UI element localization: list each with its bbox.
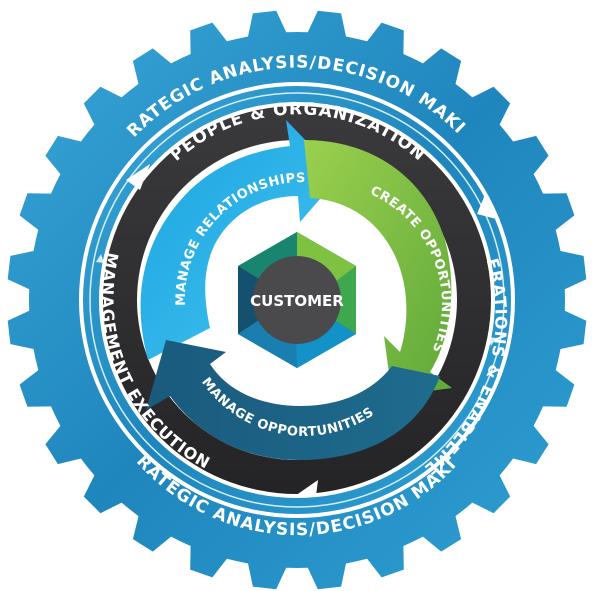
manage-relationships-arrow xyxy=(140,120,340,360)
gear-guide-line xyxy=(89,92,505,508)
ring-arrow-tip-left-icon xyxy=(126,164,150,190)
create-opportunities-arrow xyxy=(304,140,452,396)
ring-arrow-tip-bottom-icon xyxy=(292,480,318,498)
guide-arrow-left-icon xyxy=(96,254,104,263)
center-hexagon xyxy=(238,232,356,368)
ring-arrow-tip-right-icon xyxy=(477,192,500,220)
manage-opportunities-arrow xyxy=(146,340,440,460)
customer-label: CUSTOMER xyxy=(250,292,344,310)
inner-cycle xyxy=(140,120,452,460)
